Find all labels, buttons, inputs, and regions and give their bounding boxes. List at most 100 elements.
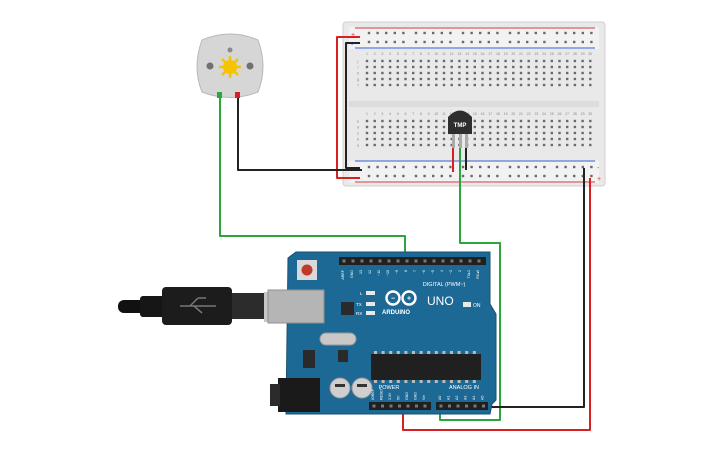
breadboard-hole[interactable] bbox=[388, 59, 392, 63]
power-pin-hole[interactable] bbox=[372, 404, 376, 408]
rail-hole[interactable] bbox=[470, 174, 473, 178]
rail-hole[interactable] bbox=[440, 165, 443, 169]
rail-hole[interactable] bbox=[573, 40, 576, 44]
rail-hole[interactable] bbox=[496, 40, 499, 44]
digital-pin-hole[interactable] bbox=[441, 259, 445, 263]
breadboard-hole[interactable] bbox=[404, 77, 407, 81]
breadboard-hole[interactable] bbox=[365, 59, 369, 63]
breadboard-hole[interactable] bbox=[381, 125, 384, 129]
breadboard-hole[interactable] bbox=[550, 143, 553, 147]
breadboard-hole[interactable] bbox=[458, 59, 461, 63]
breadboard-hole[interactable] bbox=[550, 119, 553, 123]
breadboard-hole[interactable] bbox=[412, 59, 415, 63]
breadboard-hole[interactable] bbox=[442, 71, 446, 75]
rail-hole[interactable] bbox=[526, 31, 529, 35]
rail-hole[interactable] bbox=[432, 40, 435, 44]
breadboard-hole[interactable] bbox=[535, 83, 538, 87]
breadboard-holes[interactable] bbox=[365, 31, 593, 178]
rail-hole[interactable] bbox=[534, 31, 537, 35]
breadboard-hole[interactable] bbox=[489, 119, 492, 123]
rail-hole[interactable] bbox=[393, 40, 396, 44]
breadboard-hole[interactable] bbox=[573, 137, 577, 141]
analog-pin-hole[interactable] bbox=[439, 404, 443, 408]
breadboard-hole[interactable] bbox=[450, 143, 453, 147]
breadboard-hole[interactable] bbox=[519, 143, 523, 147]
breadboard-hole[interactable] bbox=[527, 131, 530, 135]
rail-hole[interactable] bbox=[573, 31, 576, 35]
breadboard-hole[interactable] bbox=[481, 65, 484, 69]
breadboard-hole[interactable] bbox=[542, 137, 546, 141]
breadboard-hole[interactable] bbox=[481, 71, 484, 75]
rail-hole[interactable] bbox=[461, 40, 465, 44]
breadboard-hole[interactable] bbox=[435, 131, 438, 135]
breadboard-hole[interactable] bbox=[519, 125, 523, 129]
breadboard-hole[interactable] bbox=[573, 77, 577, 81]
rail-hole[interactable] bbox=[414, 165, 418, 169]
breadboard-hole[interactable] bbox=[542, 71, 546, 75]
rail-hole[interactable] bbox=[376, 165, 379, 169]
wire-rail-jumper-red[interactable] bbox=[336, 36, 360, 179]
digital-pin-hole[interactable] bbox=[423, 259, 427, 263]
breadboard-hole[interactable] bbox=[412, 83, 415, 87]
breadboard-hole[interactable] bbox=[589, 83, 592, 87]
breadboard-hole[interactable] bbox=[396, 59, 399, 63]
wire-sensor-to-a0[interactable] bbox=[439, 148, 501, 421]
rail-hole[interactable] bbox=[414, 31, 418, 35]
rail-hole[interactable] bbox=[487, 40, 490, 44]
rail-hole[interactable] bbox=[367, 174, 371, 178]
digital-pin-hole[interactable] bbox=[351, 259, 355, 263]
breadboard-hole[interactable] bbox=[473, 119, 476, 123]
breadboard-hole[interactable] bbox=[396, 77, 399, 81]
breadboard-hole[interactable] bbox=[558, 143, 561, 147]
breadboard-hole[interactable] bbox=[481, 137, 484, 141]
rail-hole[interactable] bbox=[573, 174, 576, 178]
breadboard-hole[interactable] bbox=[388, 137, 392, 141]
breadboard-hole[interactable] bbox=[512, 59, 515, 63]
analog-pin-hole[interactable] bbox=[448, 404, 451, 408]
rail-hole[interactable] bbox=[496, 31, 499, 35]
breadboard-hole[interactable] bbox=[581, 137, 584, 141]
digital-pin-hole[interactable] bbox=[477, 259, 481, 263]
breadboard-hole[interactable] bbox=[419, 83, 423, 87]
breadboard-hole[interactable] bbox=[589, 125, 592, 129]
digital-pin-hole[interactable] bbox=[342, 259, 346, 263]
breadboard-hole[interactable] bbox=[512, 65, 515, 69]
power-pin-hole[interactable] bbox=[398, 404, 401, 408]
analog-pin-hole[interactable] bbox=[465, 404, 468, 408]
breadboard-hole[interactable] bbox=[481, 77, 484, 81]
breadboard-hole[interactable] bbox=[450, 65, 453, 69]
breadboard-hole[interactable] bbox=[589, 143, 592, 147]
breadboard-hole[interactable] bbox=[535, 77, 538, 81]
breadboard-hole[interactable] bbox=[381, 131, 384, 135]
breadboard-hole[interactable] bbox=[589, 65, 592, 69]
rail-hole[interactable] bbox=[423, 40, 426, 44]
wire-rail-jumper-black[interactable] bbox=[345, 42, 360, 169]
analog-pin-hole[interactable] bbox=[482, 404, 485, 408]
rail-hole[interactable] bbox=[414, 40, 418, 44]
breadboard-hole[interactable] bbox=[442, 125, 446, 129]
breadboard-hole[interactable] bbox=[412, 71, 415, 75]
breadboard-hole[interactable] bbox=[504, 71, 507, 75]
breadboard-hole[interactable] bbox=[465, 59, 469, 63]
rail-hole[interactable] bbox=[543, 40, 546, 44]
breadboard-hole[interactable] bbox=[573, 125, 577, 129]
breadboard-hole[interactable] bbox=[365, 131, 369, 135]
breadboard-hole[interactable] bbox=[373, 119, 376, 123]
breadboard-hole[interactable] bbox=[427, 83, 430, 87]
breadboard-hole[interactable] bbox=[558, 137, 561, 141]
breadboard-hole[interactable] bbox=[427, 131, 430, 135]
breadboard-hole[interactable] bbox=[388, 131, 392, 135]
breadboard-hole[interactable] bbox=[381, 77, 384, 81]
breadboard-hole[interactable] bbox=[365, 119, 369, 123]
breadboard-hole[interactable] bbox=[489, 83, 492, 87]
rail-hole[interactable] bbox=[581, 31, 584, 35]
breadboard-hole[interactable] bbox=[504, 119, 507, 123]
rail-hole[interactable] bbox=[470, 165, 473, 169]
breadboard-hole[interactable] bbox=[489, 143, 492, 147]
breadboard-hole[interactable] bbox=[427, 125, 430, 129]
rail-hole[interactable] bbox=[526, 165, 529, 169]
breadboard-hole[interactable] bbox=[519, 59, 523, 63]
breadboard-hole[interactable] bbox=[581, 65, 584, 69]
rail-hole[interactable] bbox=[555, 165, 559, 169]
